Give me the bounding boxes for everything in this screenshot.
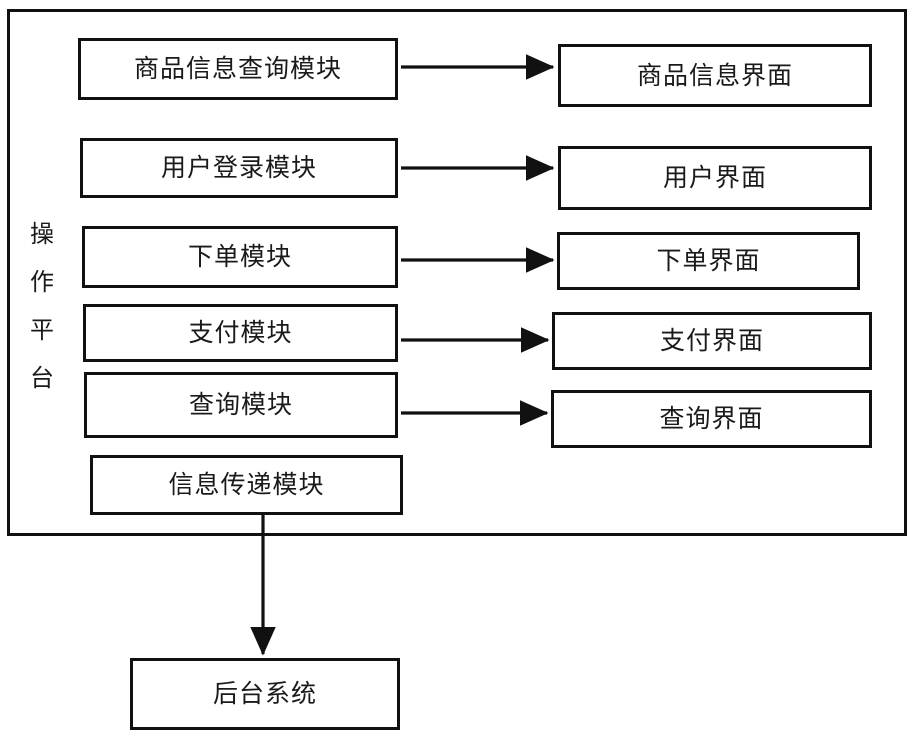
query-module[interactable]: 查询模块 bbox=[84, 372, 398, 438]
backend-system[interactable]: 后台系统 bbox=[130, 658, 400, 730]
user-login-module-label: 用户登录模块 bbox=[160, 153, 317, 183]
query-interface-label: 查询界面 bbox=[659, 404, 764, 434]
payment-module-label: 支付模块 bbox=[188, 318, 293, 348]
payment-module[interactable]: 支付模块 bbox=[83, 304, 398, 362]
order-module[interactable]: 下单模块 bbox=[82, 226, 398, 288]
platform-label-char-2: 平 bbox=[30, 316, 54, 344]
operating-platform-label: 操作平台 bbox=[27, 222, 57, 390]
info-transfer-module-label: 信息传递模块 bbox=[168, 470, 325, 500]
order-interface[interactable]: 下单界面 bbox=[557, 232, 860, 290]
platform-label-char-1: 作 bbox=[30, 268, 54, 296]
query-interface[interactable]: 查询界面 bbox=[551, 390, 872, 448]
query-module-label: 查询模块 bbox=[188, 390, 293, 420]
platform-label-char-3: 台 bbox=[30, 364, 54, 392]
backend-system-label: 后台系统 bbox=[212, 679, 317, 709]
product-info-query-module-label: 商品信息查询模块 bbox=[133, 54, 342, 84]
product-info-query-module[interactable]: 商品信息查询模块 bbox=[78, 38, 398, 100]
order-interface-label: 下单界面 bbox=[656, 246, 761, 276]
payment-interface-label: 支付界面 bbox=[659, 326, 764, 356]
product-info-interface[interactable]: 商品信息界面 bbox=[558, 44, 872, 107]
user-interface[interactable]: 用户界面 bbox=[558, 146, 872, 210]
info-transfer-module[interactable]: 信息传递模块 bbox=[90, 455, 403, 515]
user-login-module[interactable]: 用户登录模块 bbox=[80, 138, 398, 198]
product-info-interface-label: 商品信息界面 bbox=[636, 60, 793, 90]
order-module-label: 下单模块 bbox=[187, 242, 292, 272]
operating-platform-frame bbox=[7, 9, 907, 536]
payment-interface[interactable]: 支付界面 bbox=[552, 312, 872, 370]
user-interface-label: 用户界面 bbox=[662, 163, 767, 193]
platform-label-char-0: 操 bbox=[30, 220, 54, 248]
